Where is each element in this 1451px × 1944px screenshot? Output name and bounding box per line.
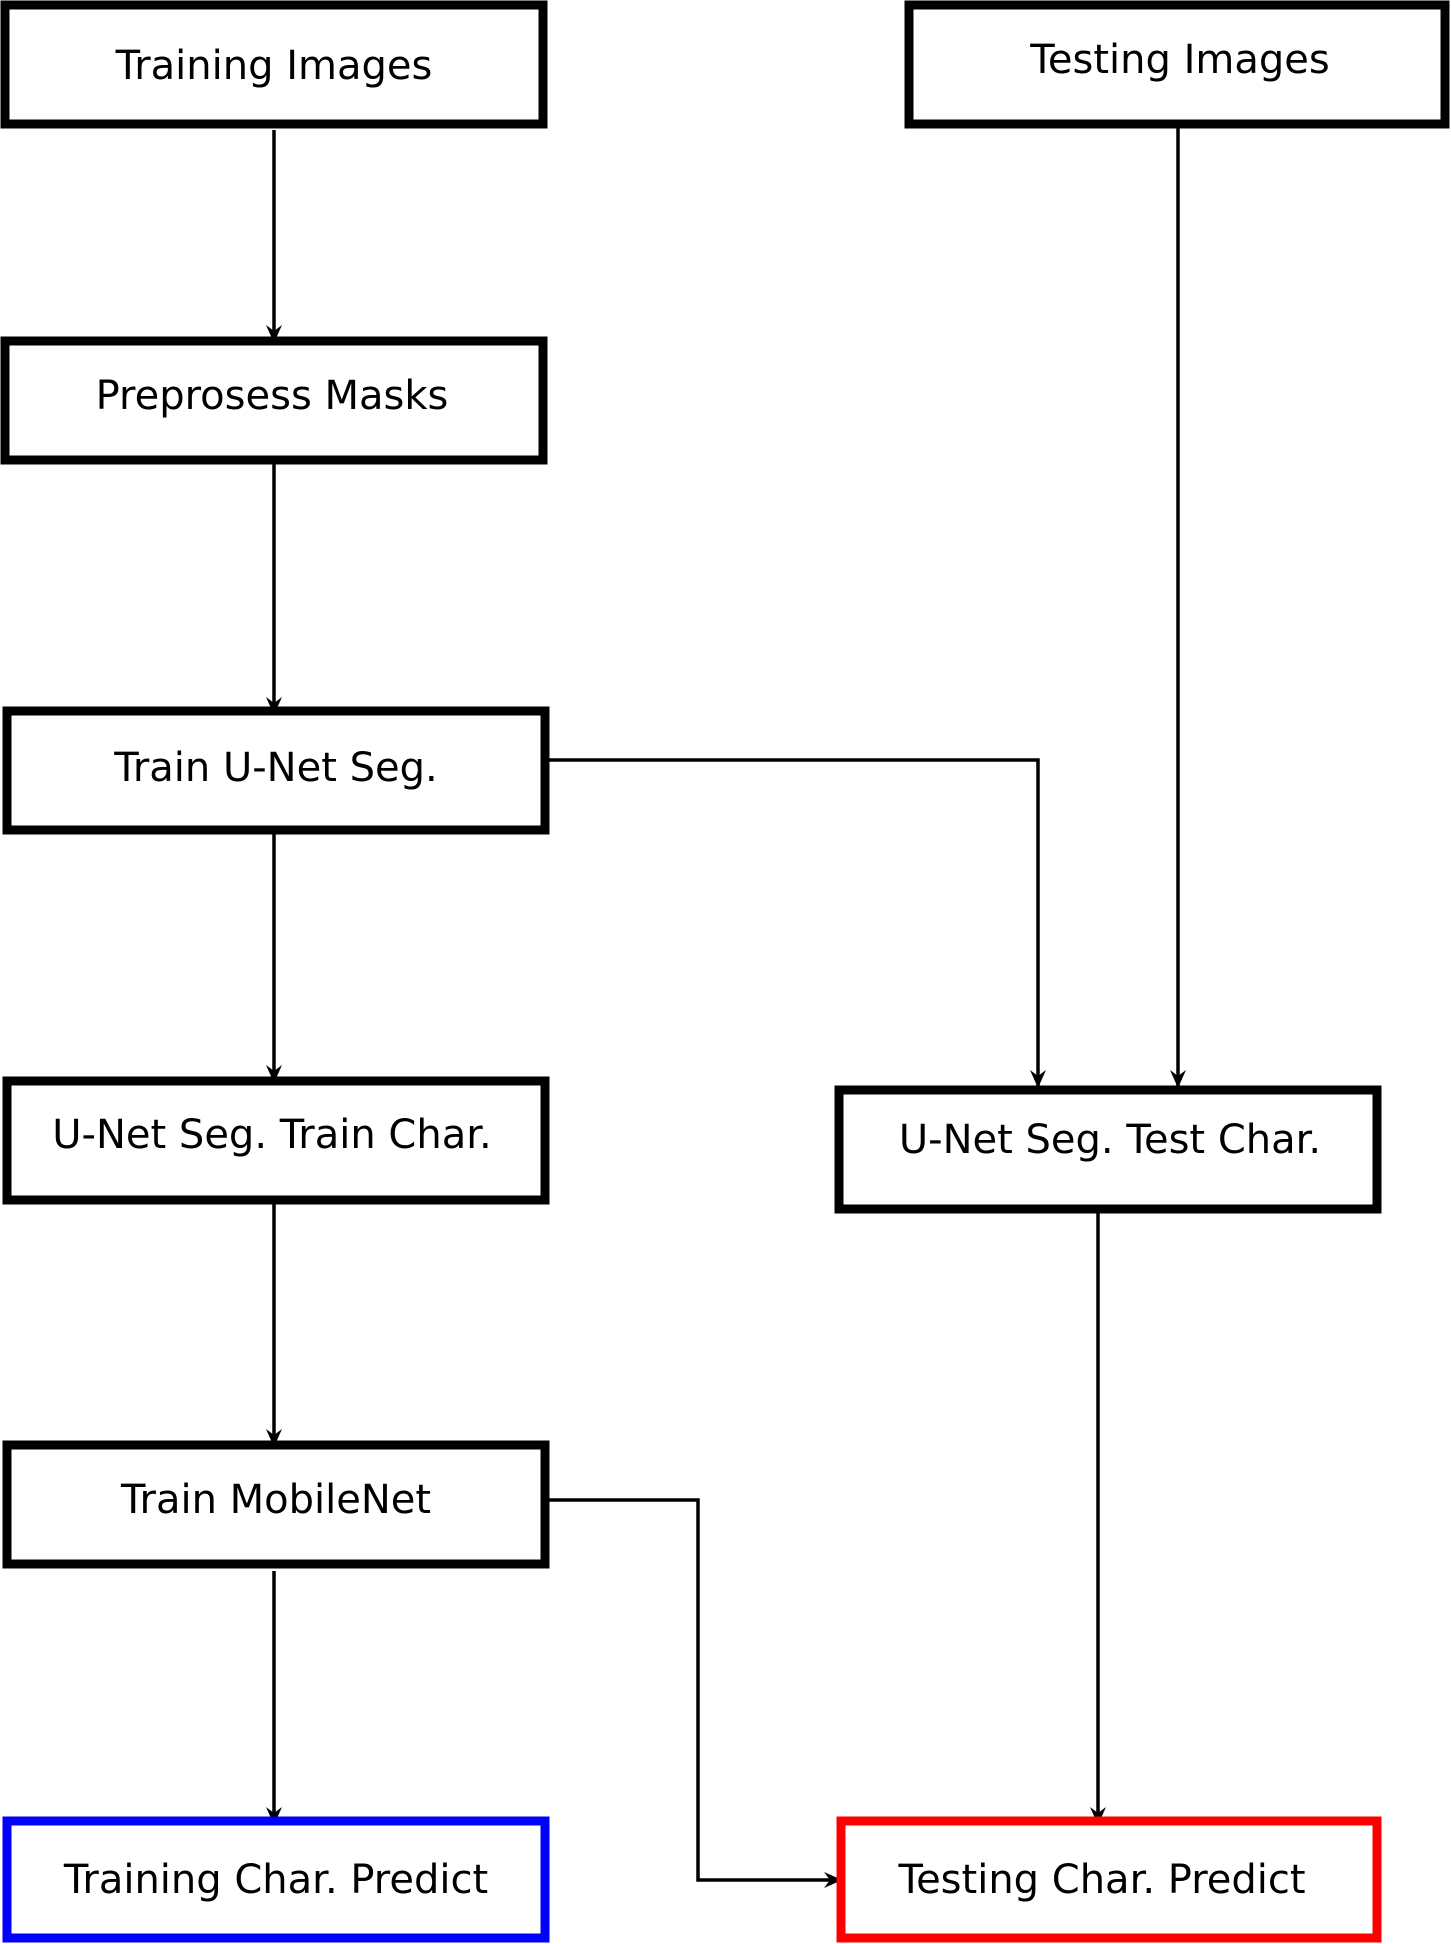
node-unet-seg-train-char-label: U-Net Seg. Train Char. — [52, 1112, 491, 1158]
node-testing-char-predict-box — [836, 1816, 1382, 1943]
node-training-images: Training Images — [0, 0, 548, 129]
node-unet-seg-test-char-label: U-Net Seg. Test Char. — [899, 1117, 1321, 1163]
node-training-images-box — [0, 0, 548, 129]
node-train-mobilenet-box — [2, 1440, 550, 1569]
node-train-mobilenet-label: Train MobileNet — [120, 1477, 431, 1523]
edge-train-mobilenet-to-testing-char-predict — [538, 1498, 842, 1888]
node-training-char-predict-label: Training Char. Predict — [63, 1857, 488, 1903]
node-testing-images: Testing Images — [904, 0, 1450, 129]
edge-train-unet-seg-to-unet-seg-test-char — [538, 758, 1046, 1088]
node-testing-char-predict-label: Testing Char. Predict — [897, 1857, 1305, 1903]
node-train-unet-seg-label: Train U-Net Seg. — [113, 745, 437, 791]
node-training-char-predict-box — [2, 1816, 550, 1943]
node-testing-images-box — [904, 0, 1450, 129]
node-testing-char-predict: Testing Char. Predict — [836, 1816, 1382, 1943]
node-testing-images-label: Testing Images — [1029, 37, 1329, 83]
node-unet-seg-train-char: U-Net Seg. Train Char. — [2, 1076, 550, 1205]
node-training-char-predict: Training Char. Predict — [2, 1816, 550, 1943]
node-preprocess-masks-label: Preprosess Masks — [96, 373, 449, 419]
node-train-mobilenet: Train MobileNet — [2, 1440, 550, 1569]
node-preprocess-masks-box — [0, 336, 548, 465]
node-train-unet-seg: Train U-Net Seg. — [2, 706, 550, 835]
node-unet-seg-test-char: U-Net Seg. Test Char. — [834, 1085, 1382, 1214]
node-preprocess-masks: Preprosess Masks — [0, 336, 548, 465]
node-training-images-label: Training Images — [115, 43, 433, 89]
node-unet-seg-test-char-box — [834, 1085, 1382, 1214]
node-unet-seg-train-char-box — [2, 1076, 550, 1205]
node-train-unet-seg-box — [2, 706, 550, 835]
edges — [266, 127, 1186, 1888]
